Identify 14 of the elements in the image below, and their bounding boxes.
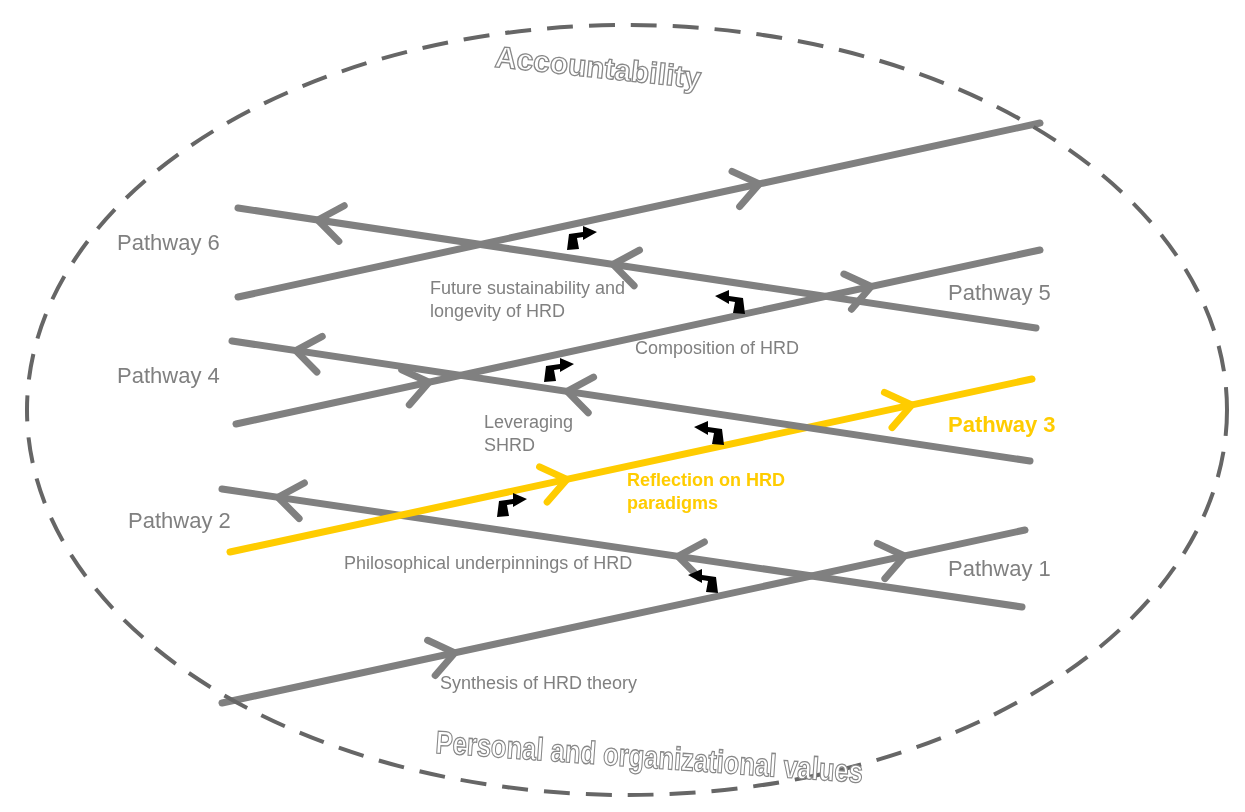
pathway-caption: Leveraging SHRD	[484, 411, 575, 458]
pathway-caption: Synthesis of HRD theory	[440, 672, 638, 695]
pathway-caption: Composition of HRD	[635, 337, 800, 360]
bottom-label: Personal and organizational values	[434, 724, 865, 791]
pathway-caption: Reflection on HRD paradigms	[627, 469, 786, 516]
pathway-caption: Philosophical underpinnings of HRD	[344, 552, 633, 575]
pathway-label: Pathway 2	[128, 507, 231, 535]
top-label: Accountability	[493, 40, 703, 96]
pathway-label: Pathway 1	[948, 555, 1051, 583]
pathway-caption: Future sustainability and longevity of HRD	[430, 277, 627, 324]
pathway-label: Pathway 3	[948, 411, 1056, 439]
pathway-label: Pathway 5	[948, 279, 1051, 307]
pathway-label: Pathway 6	[117, 229, 220, 257]
pathway-label: Pathway 4	[117, 362, 220, 390]
